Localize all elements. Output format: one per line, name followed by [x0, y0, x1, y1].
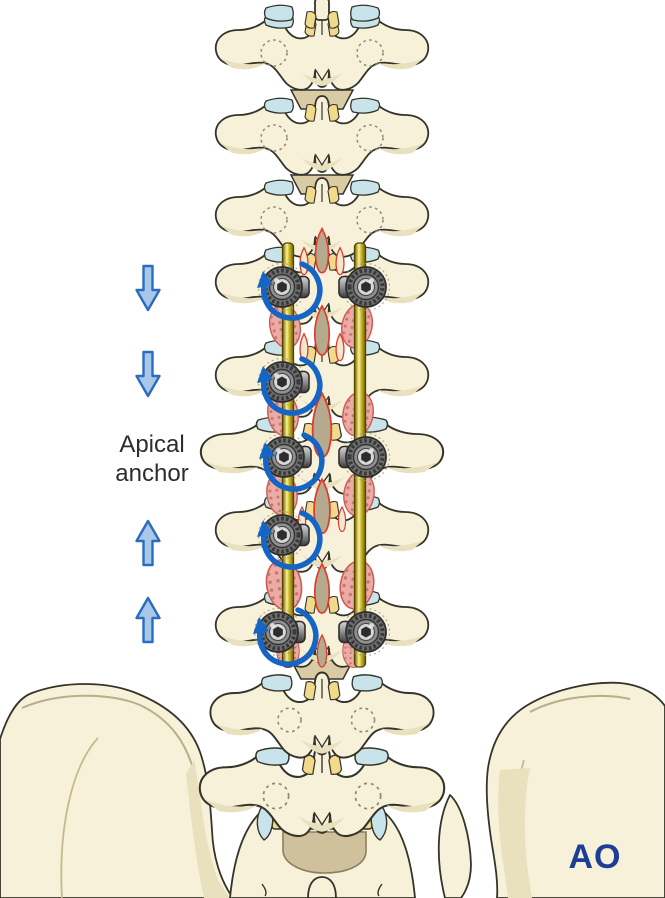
apical-anchor-label-line1: Apical — [119, 431, 184, 458]
vertebra — [209, 671, 435, 759]
compression-arrow-up-icon — [135, 596, 161, 644]
vertebra — [214, 10, 430, 91]
spine-column — [198, 0, 446, 838]
apical-anchor-label-line2: anchor — [115, 460, 188, 487]
instrumentation — [252, 242, 392, 668]
vertebra-cut — [263, 0, 381, 29]
right-iliac-wing — [485, 681, 665, 898]
vertebra — [214, 95, 430, 176]
compression-arrow-up-icon — [135, 519, 161, 567]
compression-arrow-down-icon — [135, 264, 161, 312]
left-iliac-wing — [0, 683, 234, 898]
ao-logo: AO — [569, 838, 622, 876]
pelvis — [0, 681, 665, 898]
right-sacral-ala — [437, 794, 472, 898]
compression-arrow-down-icon — [135, 350, 161, 398]
vertebra — [198, 744, 446, 838]
